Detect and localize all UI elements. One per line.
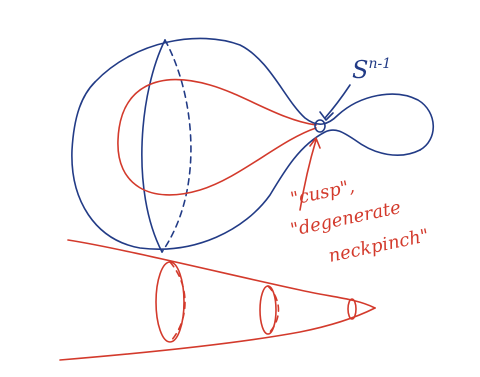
cone-cross-section-small [348, 299, 356, 319]
neckpinch-label: neckpinch" [327, 225, 431, 267]
cone-cross-section-large [156, 262, 184, 342]
cusp-label: "cusp", [289, 176, 357, 210]
sphere-label-arrow [325, 85, 350, 118]
cone-cross-section-large-back [170, 262, 185, 342]
cone-bottom-edge [60, 308, 375, 360]
sphere-label: Sn-1 [352, 56, 391, 84]
meridian-back [162, 40, 191, 252]
cusp-marker [315, 120, 325, 132]
meridian-front [142, 40, 165, 252]
